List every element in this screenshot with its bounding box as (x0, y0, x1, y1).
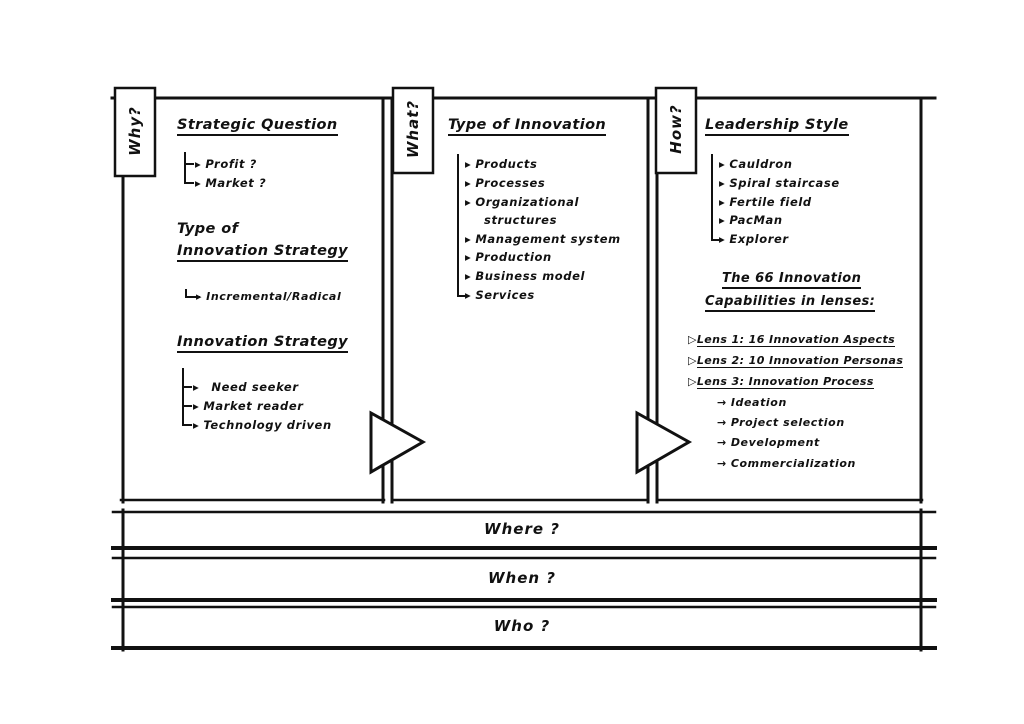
list-item: ▸Need seeker (193, 380, 299, 394)
triangle-arrow-icon: ▷ (688, 375, 697, 388)
heading-innovation-strategy: Innovation Strategy (177, 334, 348, 353)
list-item: ▸PacMan (719, 213, 783, 227)
arrow-icon: ▸ (719, 232, 726, 246)
lens-item: ▷Lens 2: 10 Innovation Personas (688, 354, 904, 368)
arrow-icon: → (717, 396, 727, 409)
arrow-icon: ▸ (465, 157, 472, 171)
arrow-icon: ▸ (719, 195, 726, 209)
list-item: ▸Spiral staircase (719, 176, 840, 190)
process-step: →Development (717, 436, 820, 449)
arrow-icon: → (717, 457, 727, 470)
list-item: ▸Business model (465, 269, 586, 283)
list-item: ▸Services (465, 288, 535, 302)
list-item: ▸Profit ? (195, 157, 257, 171)
heading-type-of-innovation-strategy-line2: Innovation Strategy (177, 243, 348, 262)
heading-66-capabilities-line2: Capabilities in lenses: (705, 294, 876, 312)
triangle-arrow-icon: ▷ (688, 354, 697, 367)
arrow-icon: ▸ (193, 380, 200, 394)
arrow-icon: ▸ (196, 290, 203, 303)
process-step: →Project selection (717, 416, 845, 429)
heading-66-capabilities-line1: The 66 Innovation (722, 271, 862, 289)
arrow-icon: → (717, 416, 727, 429)
tab-why: Why? (126, 106, 144, 156)
list-item: ▸Technology driven (193, 418, 332, 432)
arrow-icon: ▸ (465, 250, 472, 264)
band-where: Where ? (484, 520, 560, 538)
list-item: ▸Incremental/Radical (196, 290, 342, 303)
list-item: ▸Processes (465, 176, 546, 190)
list-item: ▸Management system (465, 232, 621, 246)
process-step: →Commercialization (717, 457, 856, 470)
band-when: When ? (488, 569, 556, 587)
lens-item: ▷Lens 1: 16 Innovation Aspects (688, 333, 896, 347)
heading-leadership-style: Leadership Style (705, 117, 849, 136)
arrow-icon: ▸ (719, 176, 726, 190)
arrow-icon: ▸ (193, 399, 200, 413)
heading-strategic-question: Strategic Question (177, 117, 338, 136)
process-step: →Ideation (717, 396, 787, 409)
arrow-icon: ▸ (719, 213, 726, 227)
list-item: ▸Explorer (719, 232, 789, 246)
triangle-arrow-icon: ▷ (688, 333, 697, 346)
arrow-icon: ▸ (465, 288, 472, 302)
arrow-icon: ▸ (195, 176, 202, 190)
list-item: ▸Market ? (195, 176, 267, 190)
arrow-icon: ▸ (193, 418, 200, 432)
arrow-icon: → (717, 436, 727, 449)
arrow-icon: ▸ (719, 157, 726, 171)
arrow-icon: ▸ (195, 157, 202, 171)
tab-how: How? (667, 104, 685, 154)
list-item: ▸Market reader (193, 399, 304, 413)
list-item: structures (484, 213, 558, 227)
arrow-icon: ▸ (465, 269, 472, 283)
heading-type-of-innovation: Type of Innovation (448, 117, 607, 136)
lens-item: ▷Lens 3: Innovation Process (688, 375, 874, 389)
list-item: ▸Fertile field (719, 195, 812, 209)
arrow-icon: ▸ (465, 232, 472, 246)
arrow-icon: ▸ (465, 176, 472, 190)
band-who: Who ? (493, 617, 551, 635)
heading-type-of-innovation-strategy-line1: Type of (177, 221, 239, 237)
list-item: ▸Products (465, 157, 538, 171)
list-item: ▸Cauldron (719, 157, 793, 171)
list-item: ▸Production (465, 250, 552, 264)
list-item: ▸Organizational (465, 195, 580, 209)
tab-what: What? (404, 99, 422, 159)
arrow-icon: ▸ (465, 195, 472, 209)
